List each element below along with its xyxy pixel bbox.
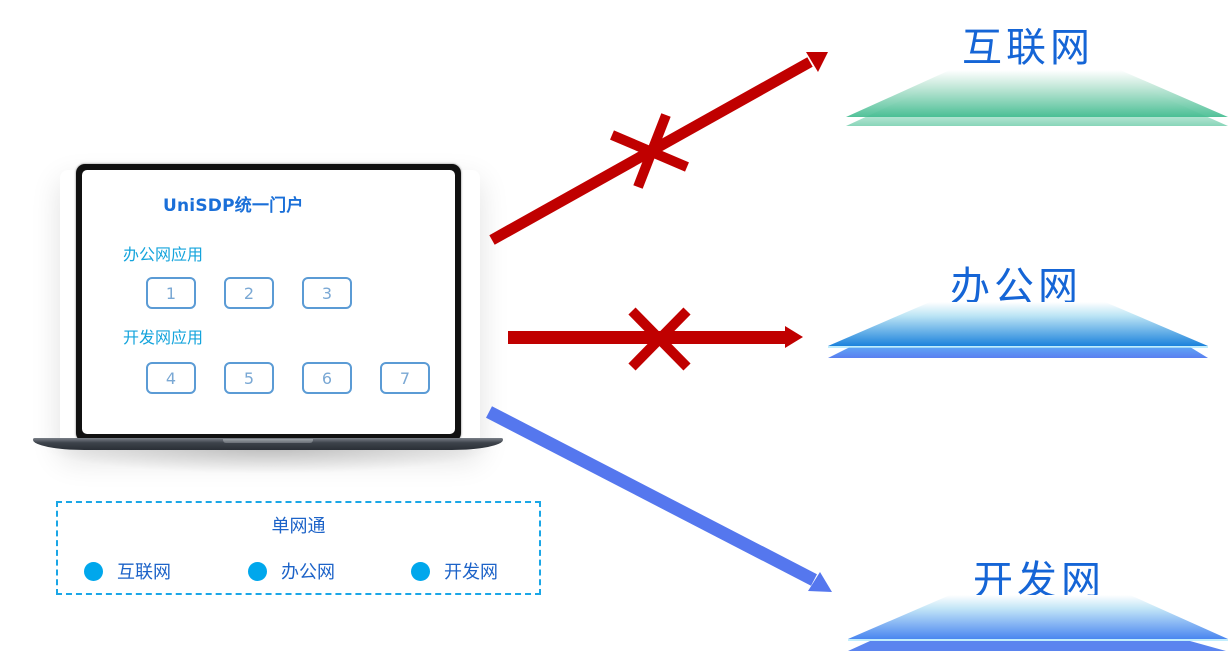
section-label-dev: 开发网应用 — [123, 328, 204, 347]
laptop-base-notch — [223, 439, 313, 443]
network-label-internet: 互联网 — [962, 25, 1094, 71]
legend-label: 开发网 — [444, 562, 498, 583]
arrow-shaft — [486, 406, 817, 586]
app-button-3[interactable]: 3 — [302, 277, 352, 309]
app-button-2[interactable]: 2 — [224, 277, 274, 309]
arrow-to-internet-blocked — [489, 52, 828, 245]
platform-office — [828, 302, 1208, 358]
arrow-to-dev-allowed — [486, 406, 832, 592]
arrow-head — [808, 572, 832, 592]
legend-label: 互联网 — [117, 562, 171, 583]
laptop-base-shadow — [40, 448, 496, 474]
platform-internet-upper — [846, 70, 1228, 117]
platform-office-lower — [828, 347, 1208, 358]
arrow-to-office-blocked — [508, 307, 803, 371]
dot-icon — [411, 561, 430, 581]
platform-dev — [848, 595, 1228, 651]
arrow-head — [806, 52, 828, 72]
dot-icon — [84, 561, 103, 581]
legend-label: 办公网 — [281, 562, 335, 583]
block-x-icon — [628, 307, 691, 371]
app-button-7[interactable]: 7 — [380, 362, 430, 394]
app-button-4[interactable]: 4 — [146, 362, 196, 394]
legend-item-dev: 开发网 — [411, 558, 498, 584]
platform-dev-lower — [848, 641, 1226, 651]
dot-icon — [248, 561, 267, 581]
platform-dev-upper — [848, 595, 1228, 639]
platform-office-upper — [828, 302, 1208, 346]
app-button-1[interactable]: 1 — [146, 277, 196, 309]
arrow-head — [785, 326, 803, 348]
portal-title: UniSDP统一门户 — [163, 196, 304, 216]
laptop-base — [33, 438, 503, 450]
block-x-icon — [610, 113, 689, 189]
legend-box: 单网通 互联网 办公网 开发网 — [56, 501, 541, 595]
section-label-office: 办公网应用 — [123, 245, 204, 264]
legend-title: 单网通 — [271, 516, 326, 537]
app-button-5[interactable]: 5 — [224, 362, 274, 394]
arrow-shaft — [508, 331, 788, 344]
app-button-6[interactable]: 6 — [302, 362, 352, 394]
platform-internet — [846, 70, 1228, 126]
legend-item-office: 办公网 — [248, 558, 335, 584]
legend-item-internet: 互联网 — [84, 558, 171, 584]
